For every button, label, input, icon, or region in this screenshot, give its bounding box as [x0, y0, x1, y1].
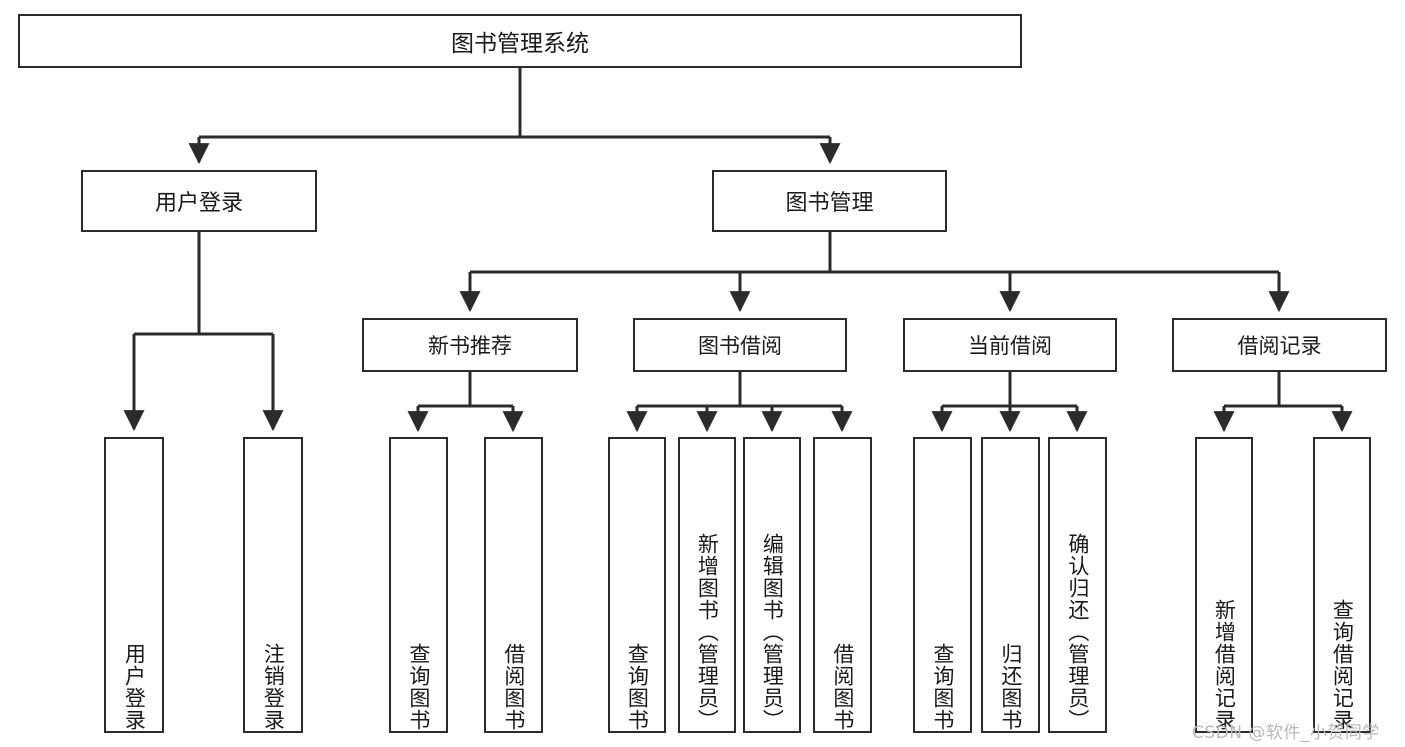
node-leaf-user-logout-label: 注销登录 — [261, 643, 286, 731]
node-leaf-user-login[interactable]: 用户登录 — [104, 437, 164, 733]
node-leaf-edit-book[interactable]: 编辑图书（管理员） — [743, 437, 801, 733]
node-leaf-confirm-return-label: 确认归还（管理员） — [1065, 533, 1090, 731]
node-leaf-query-record-label: 查询借阅记录 — [1330, 599, 1355, 731]
node-leaf-query-book-3-label: 查询图书 — [930, 643, 955, 731]
node-user-login[interactable]: 用户登录 — [81, 170, 317, 232]
csdn-watermark: CSDN @软件_小贺同学 — [1192, 723, 1380, 743]
node-leaf-add-record-label: 新增借阅记录 — [1212, 599, 1237, 731]
node-leaf-return-book[interactable]: 归还图书 — [981, 437, 1040, 733]
node-book-borrow-label: 图书借阅 — [698, 334, 782, 358]
node-user-login-label: 用户登录 — [154, 191, 243, 216]
node-leaf-query-book-1[interactable]: 查询图书 — [389, 437, 448, 733]
node-leaf-borrow-book-1[interactable]: 借阅图书 — [484, 437, 543, 733]
node-book-manage[interactable]: 图书管理 — [712, 170, 947, 232]
node-borrow-record-label: 借阅记录 — [1237, 334, 1322, 358]
node-root[interactable]: 图书管理系统 — [18, 14, 1022, 68]
node-leaf-return-book-label: 归还图书 — [998, 643, 1023, 731]
node-leaf-user-login-label: 用户登录 — [122, 643, 147, 731]
node-leaf-edit-book-label: 编辑图书（管理员） — [760, 533, 785, 731]
node-leaf-query-book-1-label: 查询图书 — [406, 643, 431, 731]
node-leaf-query-book-2[interactable]: 查询图书 — [608, 437, 666, 733]
node-leaf-borrow-book-2-label: 借阅图书 — [830, 643, 855, 731]
node-current-borrow-label: 当前借阅 — [968, 334, 1052, 358]
node-leaf-add-book[interactable]: 新增图书（管理员） — [678, 437, 736, 733]
node-new-book-recommend[interactable]: 新书推荐 — [362, 318, 578, 372]
node-leaf-query-book-2-label: 查询图书 — [625, 643, 650, 731]
node-new-book-recommend-label: 新书推荐 — [428, 334, 512, 358]
node-root-label: 图书管理系统 — [451, 31, 589, 57]
node-leaf-query-record[interactable]: 查询借阅记录 — [1313, 437, 1371, 733]
node-book-borrow[interactable]: 图书借阅 — [633, 318, 847, 372]
node-leaf-add-book-label: 新增图书（管理员） — [695, 533, 720, 731]
node-leaf-borrow-book-2[interactable]: 借阅图书 — [813, 437, 872, 733]
node-leaf-confirm-return[interactable]: 确认归还（管理员） — [1048, 437, 1107, 733]
node-leaf-borrow-book-1-label: 借阅图书 — [501, 643, 526, 731]
node-leaf-user-logout[interactable]: 注销登录 — [243, 437, 303, 733]
node-book-manage-label: 图书管理 — [785, 191, 874, 216]
node-current-borrow[interactable]: 当前借阅 — [903, 318, 1117, 372]
node-leaf-query-book-3[interactable]: 查询图书 — [913, 437, 972, 733]
node-leaf-add-record[interactable]: 新增借阅记录 — [1195, 437, 1253, 733]
node-borrow-record[interactable]: 借阅记录 — [1172, 318, 1387, 372]
